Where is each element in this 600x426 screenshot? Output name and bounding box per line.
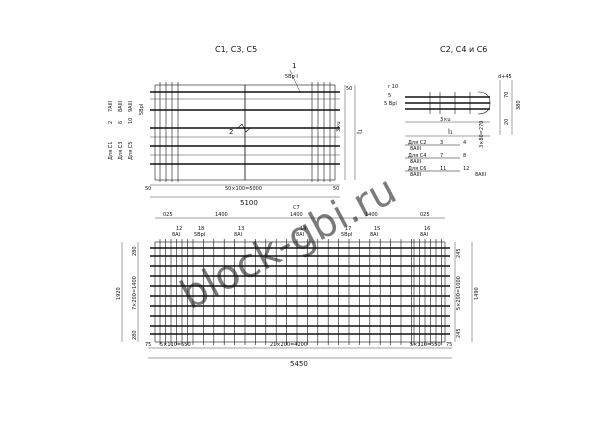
row-spec-1: 8АIII — [410, 146, 421, 152]
left-dim-280a: 280 — [132, 246, 138, 256]
dim-l1: l₁ — [356, 129, 364, 134]
row-num-11: 11 — [440, 166, 446, 172]
mark-1: 1 — [292, 62, 296, 70]
row-label-c6: Для С6 — [408, 166, 426, 172]
side-label-c1: Для С1 — [108, 142, 114, 160]
mark-17-spec: 5ВрI — [341, 232, 352, 238]
bottom-dim-overall: 5450 — [290, 360, 308, 368]
title-right: С2, С4 и С6 — [440, 45, 487, 54]
row-num-3: 3 — [440, 140, 443, 146]
side-num-2: 2 — [108, 121, 114, 124]
dim-bottom-main: 50×100=5000 — [225, 186, 262, 192]
right-dim-1490: 1490 — [474, 287, 480, 300]
side-num-6: 6 — [118, 121, 124, 124]
row-num-7: 7 — [440, 153, 443, 159]
mark-16-spec: 8АI — [420, 232, 428, 238]
dim-3x80: 3×80=270 — [479, 121, 485, 148]
row-label-c4: Для С4 — [408, 153, 426, 159]
dim-20: 20 — [504, 119, 510, 125]
dim-bottom-50a: 50 — [145, 186, 151, 192]
row-label-c2: Для С2 — [408, 140, 426, 146]
mark-15-spec: 8АI — [370, 232, 378, 238]
dim-bottom-50b: 50 — [333, 186, 339, 192]
mark-15: 15 — [374, 226, 380, 232]
side-spec-3: 9АIII — [128, 101, 134, 112]
side-label-c3: Для С3 — [118, 142, 124, 160]
dim-3u: 3×u — [336, 121, 342, 132]
top-dim-1400a: 1400 — [215, 212, 228, 218]
mark-1-spec: 5Вр I — [285, 74, 298, 80]
dim-50-right: 50 — [346, 86, 352, 92]
mark-5-spec: 5 ВрI — [384, 101, 397, 107]
dim-380: 380 — [516, 100, 522, 110]
dim-l1-right: l₁ — [448, 128, 453, 136]
mark-r10: r 10 — [388, 84, 398, 90]
top-dim-025a: 025 — [163, 212, 173, 218]
title-left: С1, С3, С5 — [215, 45, 257, 54]
side-label-c5: Для С5 — [128, 142, 134, 160]
row-spec-2: 8АIII — [410, 159, 421, 165]
right-dim-5x200: 5×200=1000 — [456, 276, 462, 310]
top-dim-1400b: 1400 — [290, 212, 303, 218]
top-dim-1400c: 1400 — [365, 212, 378, 218]
mark-12-spec: 8АI — [172, 232, 180, 238]
bottom-dim-21x200: 21×200=4200 — [270, 342, 307, 348]
dim-70: 70 — [504, 92, 510, 98]
mark-13-spec: 8АI — [234, 232, 242, 238]
mark-5: 5 — [388, 93, 391, 99]
row-num-4: 4 — [463, 140, 466, 146]
row-num-12: 12 — [463, 166, 469, 172]
dim-3u-right: 3×u — [440, 117, 451, 123]
c7-label: С7 — [293, 205, 300, 211]
mark-14: 14 — [300, 226, 306, 232]
mark-18: 18 — [198, 226, 204, 232]
bottom-dim-5x110b: 5×110=550 — [410, 342, 441, 348]
top-dim-025b: 025 — [420, 212, 430, 218]
mesh-bottom: 025 1400 1400 1400 025 С7 12 8АI 18 5ВрI… — [116, 205, 480, 368]
side-num-10: 10 — [128, 118, 134, 124]
bottom-dim-75b: 75 — [446, 342, 452, 348]
row-num-8: 8 — [463, 153, 466, 159]
side-spec-2: 8АIII — [118, 101, 124, 112]
mark-17: 17 — [345, 226, 351, 232]
row-spec-4: 8АIII — [475, 172, 486, 178]
right-dim-245b: 245 — [456, 328, 462, 338]
mark-14-spec: 8АI — [296, 232, 304, 238]
row-spec-3: 8АIII — [410, 172, 421, 178]
bottom-dim-75a: 75 — [145, 342, 151, 348]
mark-12: 12 — [176, 226, 182, 232]
mark-18-spec: 5ВрI — [194, 232, 205, 238]
bottom-dim-5x110a: 5×110=550 — [160, 342, 191, 348]
break-mark: 2 — [229, 128, 233, 136]
right-dim-245a: 245 — [456, 248, 462, 258]
mesh-top-right: r 10 5 5 ВрI d+45 70 380 20 3×u l₁ 3×80=… — [384, 74, 522, 178]
mark-16: 16 — [424, 226, 430, 232]
left-dim-280b: 280 — [132, 330, 138, 340]
dim-overall-5100: 5100 — [240, 199, 258, 207]
mark-13: 13 — [238, 226, 244, 232]
side-spec-1: 7АIII — [108, 101, 114, 112]
dim-d45: d+45 — [498, 74, 512, 80]
mesh-top-left: 2 1 5Вр I 3×u l₁ 50 50 50×100=5000 50 51… — [108, 62, 364, 207]
left-dim-7x200: 7×200=1400 — [132, 276, 138, 310]
left-dim-1920: 1920 — [116, 287, 122, 300]
side-spec-5vr: 5ВрI — [139, 104, 145, 115]
